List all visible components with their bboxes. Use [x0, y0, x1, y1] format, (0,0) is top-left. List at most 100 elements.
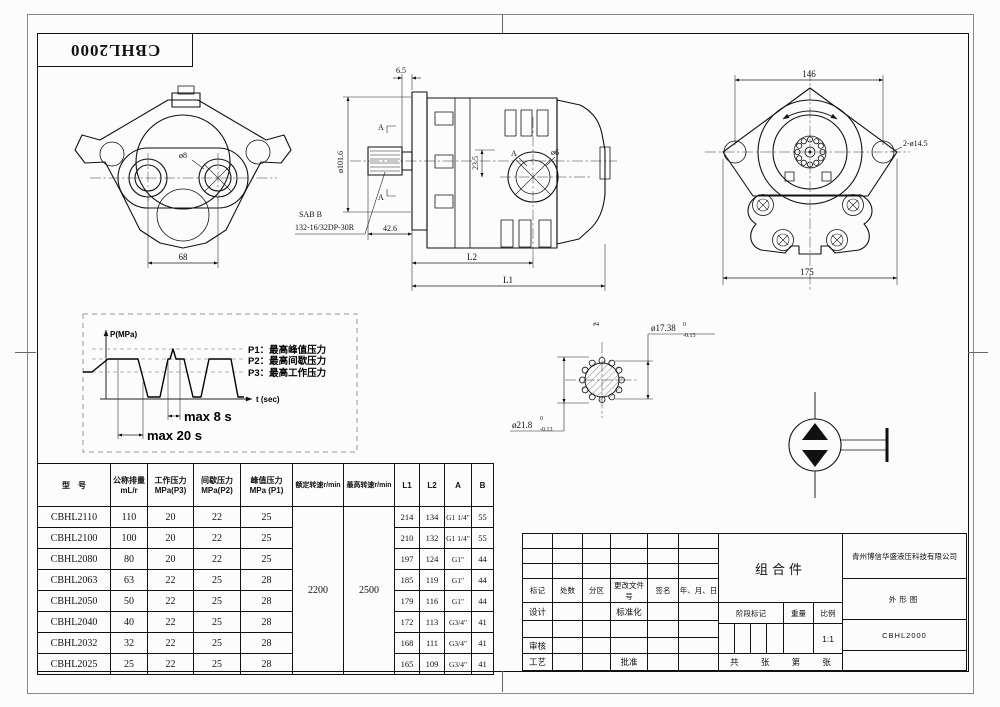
spec-row: CBHL2110 110 20 22 25 2200 2500 214 134 … [37, 506, 494, 675]
pressure-legend: P1：最高峰值压力 P2：最高间歇压力 P3：最高工作压力 [248, 344, 326, 379]
spec-row: CBHL2025 25 22 25 28 165 109 G3/4" 41 [37, 653, 494, 675]
rev-date: 年、月、日 [678, 578, 719, 603]
scale-label: 比例 [812, 602, 844, 624]
rev-mark: 标记 [522, 578, 553, 603]
role-check: 审核 [522, 637, 553, 654]
pressure-y-label: P(MPa) [110, 330, 137, 339]
col-model: 型 号 [37, 463, 111, 507]
col-rated-speed: 额定转速r/min [292, 463, 344, 507]
revision-header-row: 标记 处数 分区 更改文件号 签名 年、月、日 [522, 578, 719, 603]
spline-detail: ø17.38 0 -0.13 ø21.8 0 -0.13 #4 [510, 322, 715, 433]
spec-row: CBHL2040 40 22 25 28 172 113 G3/4" 41 [37, 611, 494, 633]
spec-row: CBHL2050 50 22 25 28 179 116 G1" 44 [37, 590, 494, 612]
sheet-sheet2-label: 张 [822, 657, 831, 667]
front-view-dimensions: ø8 68 [147, 151, 219, 268]
pump-symbol-arrow-down [802, 450, 828, 467]
spline-dia2-label: ø21.8 [512, 420, 533, 430]
front-view-outline [74, 85, 292, 249]
max-speed-value: 2500 [343, 506, 395, 675]
spec-row: CBHL2032 32 22 25 28 168 111 G3/4" 41 [37, 632, 494, 654]
side-spline-note-1: SAB B [299, 210, 322, 219]
side-spline-note-2: 132-16/32DP-30R [295, 223, 355, 232]
centering-mark-left [15, 352, 36, 353]
side-port-dim: 23.5 [471, 156, 480, 170]
rear-view: 146 175 2-ø14.5 [705, 69, 928, 290]
centering-mark-right [968, 352, 988, 353]
assembly-label: 组合件 [717, 533, 844, 603]
side-pilot-dia: ø101.6 [336, 151, 345, 173]
role-design: 设计 [522, 602, 553, 621]
side-port-dia-label: ø6 [551, 148, 559, 157]
side-view: 6.5 ø101.6 42.6 23.5 A ø6 L2 L1 [295, 66, 617, 291]
title-block-right: 青州博信华盛液压科技有限公司 外形图 CBHL2000 [842, 533, 967, 671]
pressure-annotations: max 8 s max 20 s [117, 359, 232, 443]
sheet-count-row: 共 张 第 张 [717, 653, 844, 671]
front-width-dim: 68 [179, 252, 189, 262]
spline-dia2-tol-dn: -0.13 [540, 427, 553, 433]
pump-symbol-arrow-up [802, 423, 828, 440]
rev-zone: 分区 [582, 578, 611, 603]
revision-table: 标记 处数 分区 更改文件号 签名 年、月、日 设计 标准化 审核 工艺 [522, 533, 719, 671]
spline-teeth-mark: #4 [593, 322, 599, 328]
rev-sign: 签名 [647, 578, 679, 603]
pump-symbol-circle [788, 418, 842, 472]
rev-count: 处数 [552, 578, 583, 603]
model-title-box: CBHL2000 [37, 33, 193, 67]
rear-bolt-holes [752, 194, 864, 251]
rated-speed-value: 2200 [292, 506, 344, 675]
side-view-outline [350, 91, 617, 257]
spline-dia1-tol-dn: -0.13 [683, 333, 696, 339]
sheet-no-label: 第 [791, 657, 801, 667]
side-datum-label: A [511, 149, 517, 158]
pump-symbol [788, 392, 889, 498]
role-approve: 批准 [610, 653, 648, 671]
side-section-a-bottom: A [378, 193, 384, 202]
legend-p2: P2：最高间歇压力 [248, 355, 326, 367]
centering-mark-bottom [502, 671, 503, 692]
legend-p3: P3：最高工作压力 [248, 367, 326, 379]
spec-row: CBHL2080 80 20 22 25 197 124 G1" 44 [37, 548, 494, 570]
drawing-number: CBHL2000 [842, 619, 967, 651]
rear-width-dim: 175 [800, 267, 814, 277]
col-l1: L1 [394, 463, 420, 507]
side-shaft-dim: 42.6 [383, 224, 397, 233]
stage-mark-label: 阶段标记 [718, 602, 784, 624]
pressure-curve [83, 348, 244, 398]
company-name: 青州博信华盛液压科技有限公司 [842, 533, 967, 579]
spline-dimensions: ø17.38 0 -0.13 ø21.8 0 -0.13 #4 [510, 322, 715, 433]
centering-mark-top [502, 14, 503, 33]
max-cycle-label: max 20 s [147, 428, 202, 443]
front-view: ø8 68 [74, 85, 292, 268]
spec-row: CBHL2100 100 20 22 25 210 132 G1 1/4" 55 [37, 527, 494, 549]
role-process: 工艺 [522, 653, 553, 671]
rear-span-dim: 146 [802, 69, 816, 79]
spline-dia1-tol-up: 0 [683, 322, 686, 328]
weight-label: 重量 [783, 602, 814, 624]
rear-mount-holes-label: 2-ø14.5 [903, 139, 928, 148]
spline-section [565, 342, 639, 418]
sheet-outer-border [27, 14, 974, 694]
rear-view-dimensions: 146 175 2-ø14.5 [722, 69, 928, 285]
col-a: A [444, 463, 472, 507]
side-l2-dim: L2 [467, 252, 477, 262]
front-port-dia-label: ø8 [179, 151, 187, 160]
side-l1-dim: L1 [503, 275, 513, 285]
col-b: B [471, 463, 494, 507]
side-section-a-top: A [378, 123, 384, 132]
legend-p1: P1：最高峰值压力 [248, 344, 326, 356]
col-max-speed: 最高转速r/min [343, 463, 395, 507]
sheet-total-label: 共 [730, 657, 739, 667]
pressure-levels [92, 348, 245, 373]
max-peak-label: max 8 s [184, 409, 232, 424]
spline-dia1-label: ø17.38 [651, 323, 676, 333]
role-standard: 标准化 [610, 602, 648, 621]
side-gap-dim: 6.5 [396, 66, 406, 75]
pressure-diagram: P(MPa) t (sec) max 8 s max 20 s P1：最高峰值压… [82, 313, 358, 453]
doc-type-label: 外形图 [842, 578, 967, 620]
